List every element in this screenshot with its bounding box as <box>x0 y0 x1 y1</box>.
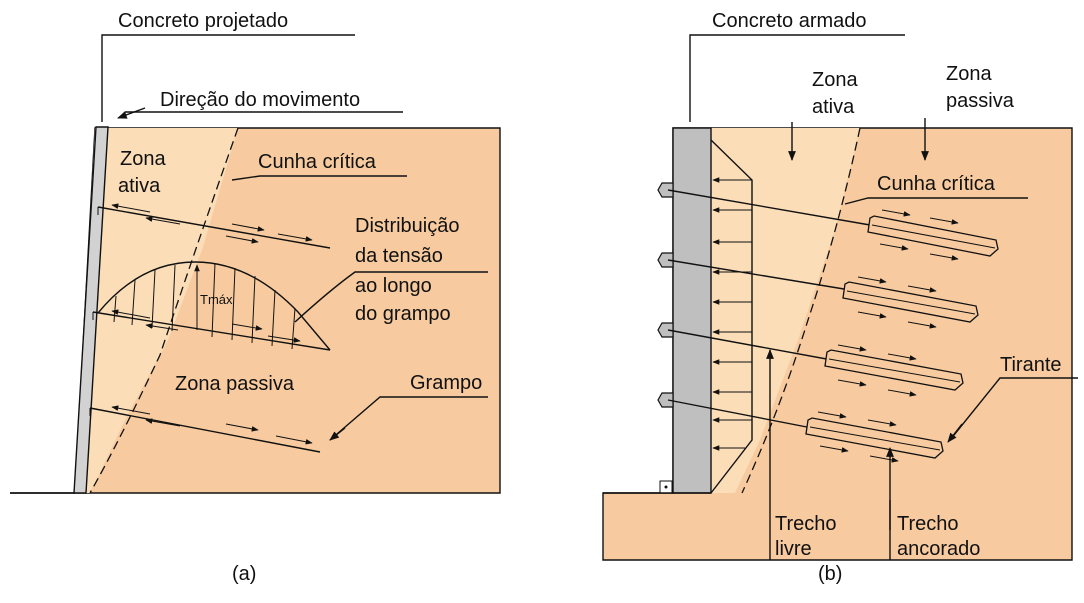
tieback-4 <box>667 399 813 429</box>
pressure-arrows <box>712 177 752 451</box>
label-nail: Grampo <box>410 372 482 394</box>
stress-hatch-lines <box>113 262 296 350</box>
panel-b: Concreto armado Zona ativa Zona passiva … <box>602 10 1078 585</box>
label-active-zone-b-1: Zona <box>812 69 858 91</box>
critical-wedge-line-b <box>741 127 861 494</box>
leader-concrete-a <box>101 34 355 122</box>
label-free-length-2: livre <box>775 538 812 560</box>
label-active-zone-a-1: Zona <box>120 148 166 170</box>
panel-a: Concreto projetado Direção do movimento … <box>10 10 501 585</box>
label-concrete-projected: Concreto projetado <box>118 10 288 32</box>
label-movement-direction: Direção do movimento <box>160 89 360 111</box>
reinforced-concrete-wall <box>672 127 712 494</box>
label-anchored-length-2: ancorado <box>897 538 980 560</box>
active-zone-a <box>75 128 238 493</box>
label-critical-wedge-a: Cunha crítica <box>258 151 377 173</box>
label-anchored-length-1: Trecho <box>897 513 959 535</box>
critical-wedge-line-a <box>89 127 239 494</box>
leader-stress <box>294 271 488 323</box>
shear-arrows-a <box>111 203 313 445</box>
active-zone-b <box>711 128 860 493</box>
nail-3 <box>89 407 321 453</box>
leader-cunha-b <box>844 197 1028 205</box>
label-active-zone-b-2: ativa <box>812 96 855 118</box>
label-reinforced-concrete: Concreto armado <box>712 10 867 32</box>
anchor-heads <box>657 182 674 408</box>
label-critical-wedge-b: Cunha crítica <box>877 173 996 195</box>
label-passive-zone-b-2: passiva <box>946 90 1015 112</box>
nail-1 <box>97 206 331 249</box>
tieback-2 <box>667 259 851 291</box>
earth-pressure-outline <box>710 139 753 494</box>
label-stress-3: ao longo <box>355 275 432 297</box>
label-stress-1: Distribuição <box>355 215 459 237</box>
leader-tieback <box>949 377 1078 441</box>
label-passive-zone-b-1: Zona <box>946 63 992 85</box>
shotcrete-wall <box>73 126 109 494</box>
label-free-length-1: Trecho <box>775 513 837 535</box>
anchor-bulbs <box>805 215 999 459</box>
tieback-3 <box>667 329 833 361</box>
label-stress-4: do grampo <box>355 303 451 325</box>
label-tieback: Tirante <box>1000 354 1062 376</box>
leader-grampo <box>329 396 488 441</box>
caption-b: (b) <box>818 563 842 585</box>
label-tmax: Tmáx <box>200 292 233 307</box>
leader-cunha-a <box>231 175 407 181</box>
shear-arrows-b <box>817 209 959 463</box>
label-active-zone-a-2: ativa <box>118 175 161 197</box>
label-passive-zone-a: Zona passiva <box>175 373 295 395</box>
stress-distribution-curve <box>97 261 331 351</box>
tieback-1 <box>667 189 871 226</box>
caption-a: (a) <box>232 563 256 585</box>
leader-concrete-b <box>689 34 905 122</box>
label-stress-2: da tensão <box>355 245 443 267</box>
